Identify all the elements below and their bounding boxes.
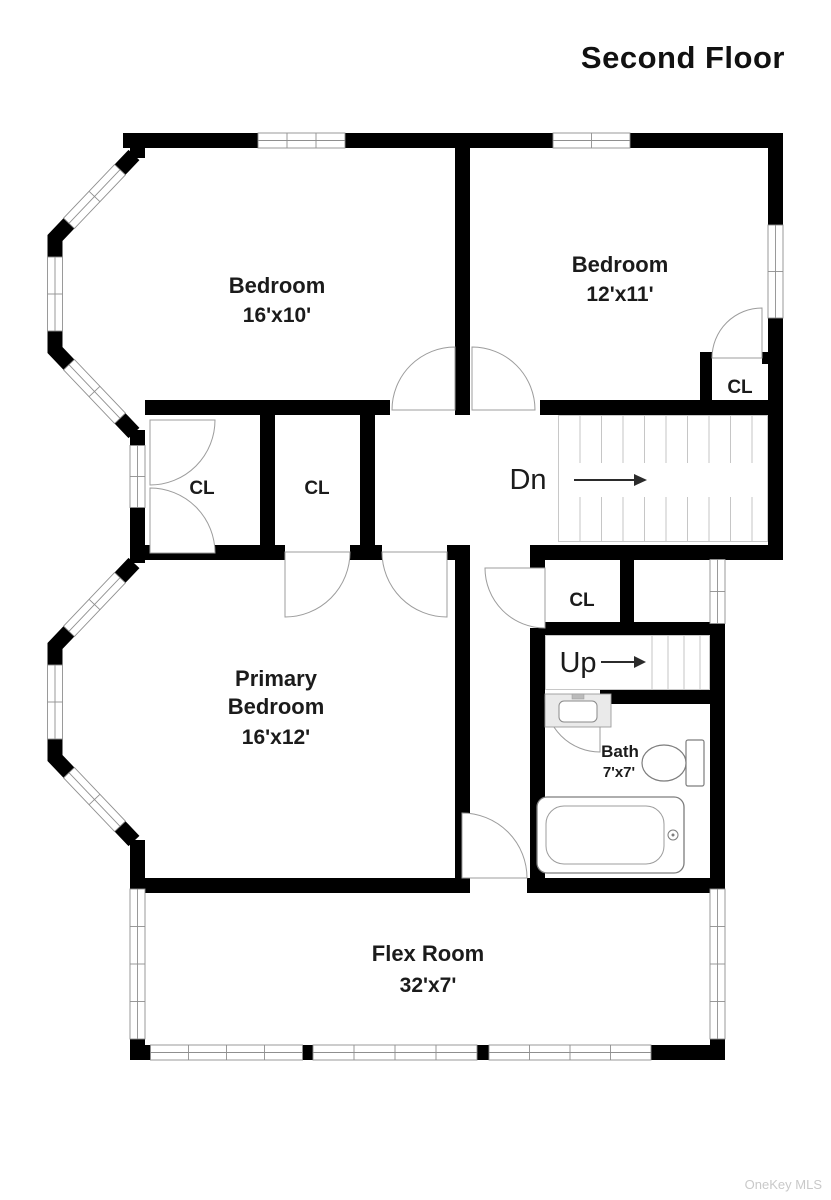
window xyxy=(47,664,63,740)
bedroom-top-left-dims: 16'x10' xyxy=(243,304,311,327)
bath-fixtures xyxy=(536,693,705,874)
bath-dims: 7'x7' xyxy=(603,764,635,781)
bedroom-top-right-name: Bedroom xyxy=(572,252,669,277)
window xyxy=(62,571,127,638)
window xyxy=(129,888,146,1040)
stairs-up-label: Up xyxy=(559,647,596,679)
stairs-down xyxy=(558,415,768,542)
window xyxy=(257,132,346,149)
flex-room-name: Flex Room xyxy=(372,941,484,966)
flex-room-dims: 32'x7' xyxy=(400,974,457,997)
primary-bedroom-dims: 16'x12' xyxy=(242,726,310,749)
doors xyxy=(149,307,763,879)
door-arc xyxy=(461,812,528,879)
closet-left-1-label: CL xyxy=(189,478,215,499)
window xyxy=(552,132,631,149)
stairs-up-outline xyxy=(545,635,710,690)
bedroom-top-right-dims: 12'x11' xyxy=(586,283,653,306)
sink-icon xyxy=(544,693,612,728)
toilet-icon xyxy=(641,739,705,787)
page-title: Second Floor xyxy=(580,40,785,75)
door-arc xyxy=(471,346,536,411)
closet-bedroom-right-label: CL xyxy=(727,377,753,398)
stairs-down-outline xyxy=(558,415,768,542)
stairs-down-arrowhead-icon xyxy=(634,474,647,486)
window xyxy=(488,1044,652,1061)
stairs-up xyxy=(545,635,710,690)
bedroom-top-left-name: Bedroom xyxy=(229,273,326,298)
window xyxy=(62,163,127,230)
door-arc xyxy=(711,307,763,359)
stairs-up-treads xyxy=(651,636,701,689)
door-arc xyxy=(484,567,546,629)
door-arc xyxy=(149,487,216,554)
window xyxy=(62,358,127,425)
closet-hall-label: CL xyxy=(569,590,595,611)
window xyxy=(47,256,63,332)
closet-left-2-label: CL xyxy=(304,478,330,499)
window xyxy=(709,888,726,1040)
stairs-up-arrowhead-icon xyxy=(634,656,646,668)
window xyxy=(312,1044,478,1061)
window xyxy=(129,445,146,508)
bath-name: Bath xyxy=(601,742,639,761)
primary-bedroom-name-1: Primary xyxy=(235,666,318,691)
window xyxy=(767,224,784,319)
bathtub-icon xyxy=(536,796,685,874)
primary-bedroom-name-2: Bedroom xyxy=(228,694,325,719)
door-arc xyxy=(149,419,216,486)
window xyxy=(62,766,127,833)
door-arc xyxy=(391,346,456,411)
door-arc xyxy=(284,551,351,618)
window xyxy=(150,1044,303,1061)
walls xyxy=(123,133,783,1060)
labels: Bedroom 16'x10' Bedroom 12'x11' Primary … xyxy=(189,252,753,997)
stairs-down-label: Dn xyxy=(509,464,546,496)
watermark: OneKey MLS xyxy=(744,1177,822,1192)
window xyxy=(709,559,726,624)
windows xyxy=(47,132,784,1061)
bay-windows-exterior xyxy=(47,149,140,847)
door-arc xyxy=(381,551,448,618)
